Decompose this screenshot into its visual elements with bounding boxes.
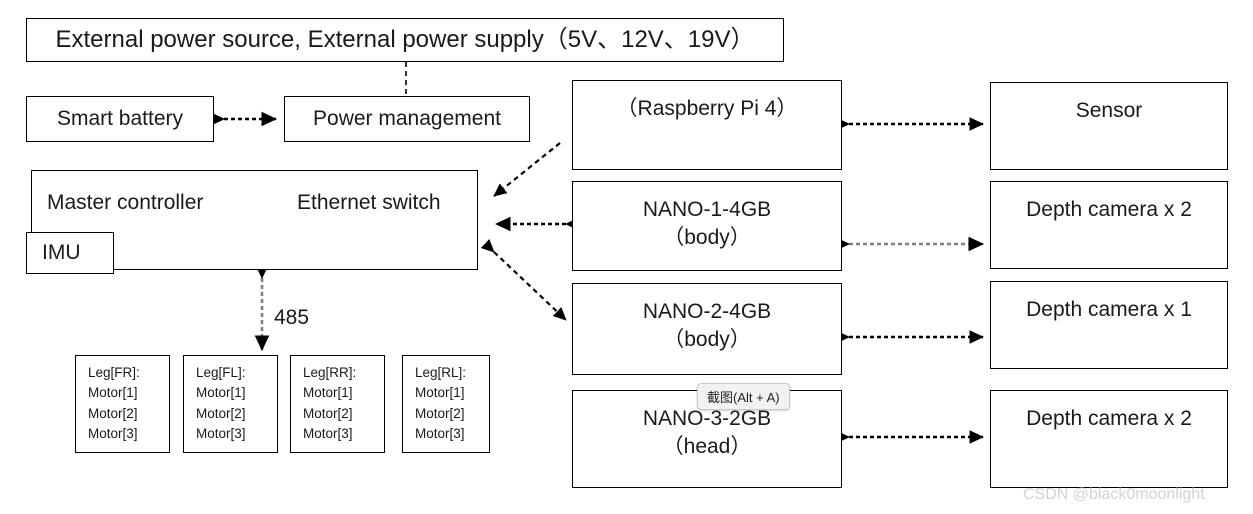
leg-rl-title: Leg[RL]: [415,365,467,380]
leg-fr-title: Leg[FR]: [88,365,140,380]
nano-1-label: NANO-1-4GB [642,198,772,221]
node-depth-camera-2b: Depth camera x 2 [990,390,1228,488]
raspberry-pi-label: （Raspberry Pi 4） [616,97,798,120]
node-imu [26,232,114,274]
leg-rr-motor-1: Motor[1] [303,385,353,401]
node-depth-camera-2a: Depth camera x 2 [990,181,1228,269]
nano-3-sublabel: （head） [662,435,752,459]
master-controller-label: Master controller [47,191,204,214]
node-leg-rr: Leg[RR]: Motor[1] Motor[2] Motor[3] [290,355,385,453]
depth-camera-2a-label: Depth camera x 2 [1026,198,1192,221]
bus-485-label: 485 [274,306,310,329]
smart-battery-label: Smart battery [56,106,184,130]
csdn-watermark: CSDN @black0moonlight [1023,486,1205,503]
screenshot-tooltip[interactable]: 截图(Alt + A) [697,383,790,410]
leg-fr-motor-2: Motor[2] [88,405,138,421]
leg-rr-motor-3: Motor[3] [303,425,353,441]
node-external-power-supply: External power source, External power su… [26,18,784,62]
node-raspberry-pi: （Raspberry Pi 4） [572,80,842,170]
node-sensor: Sensor [990,82,1228,170]
node-leg-fr: Leg[FR]: Motor[1] Motor[2] Motor[3] [75,355,170,453]
leg-rr-motor-2: Motor[2] [303,405,353,421]
nano-3-label: NANO-3-2GB [642,407,772,430]
connector-controller-nano2 [480,239,567,321]
sensor-label: Sensor [1075,99,1143,122]
node-nano-1: NANO-1-4GB （body） [572,181,842,271]
connector-controller-rpi [493,142,561,197]
external-power-supply-label: External power source, External power su… [55,25,755,53]
leg-fr-motor-1: Motor[1] [88,385,138,401]
leg-fl-title: Leg[FL]: [196,365,246,380]
depth-camera-1-label: Depth camera x 1 [1026,298,1192,321]
node-power-management: Power management [284,96,530,142]
node-leg-fl: Leg[FL]: Motor[1] Motor[2] Motor[3] [183,355,278,453]
nano-1-sublabel: （body） [663,226,751,250]
nano-2-sublabel: （body） [663,328,751,352]
depth-camera-2b-label: Depth camera x 2 [1026,407,1192,430]
node-depth-camera-1: Depth camera x 1 [990,281,1228,369]
imu-label: IMU [42,241,81,264]
node-leg-rl: Leg[RL]: Motor[1] Motor[2] Motor[3] [402,355,490,453]
leg-fl-motor-2: Motor[2] [196,405,246,421]
leg-fl-motor-1: Motor[1] [196,385,246,401]
leg-rl-motor-3: Motor[3] [415,425,465,441]
nano-2-label: NANO-2-4GB [642,300,772,323]
leg-rl-motor-1: Motor[1] [415,385,465,401]
leg-fl-motor-3: Motor[3] [196,425,246,441]
power-management-label: Power management [313,106,501,130]
leg-rr-title: Leg[RR]: [303,365,357,380]
leg-rl-motor-2: Motor[2] [415,405,465,421]
leg-fr-motor-3: Motor[3] [88,425,138,441]
ethernet-switch-label: Ethernet switch [297,191,441,214]
node-nano-2: NANO-2-4GB （body） [572,283,842,375]
node-smart-battery: Smart battery [26,96,214,142]
